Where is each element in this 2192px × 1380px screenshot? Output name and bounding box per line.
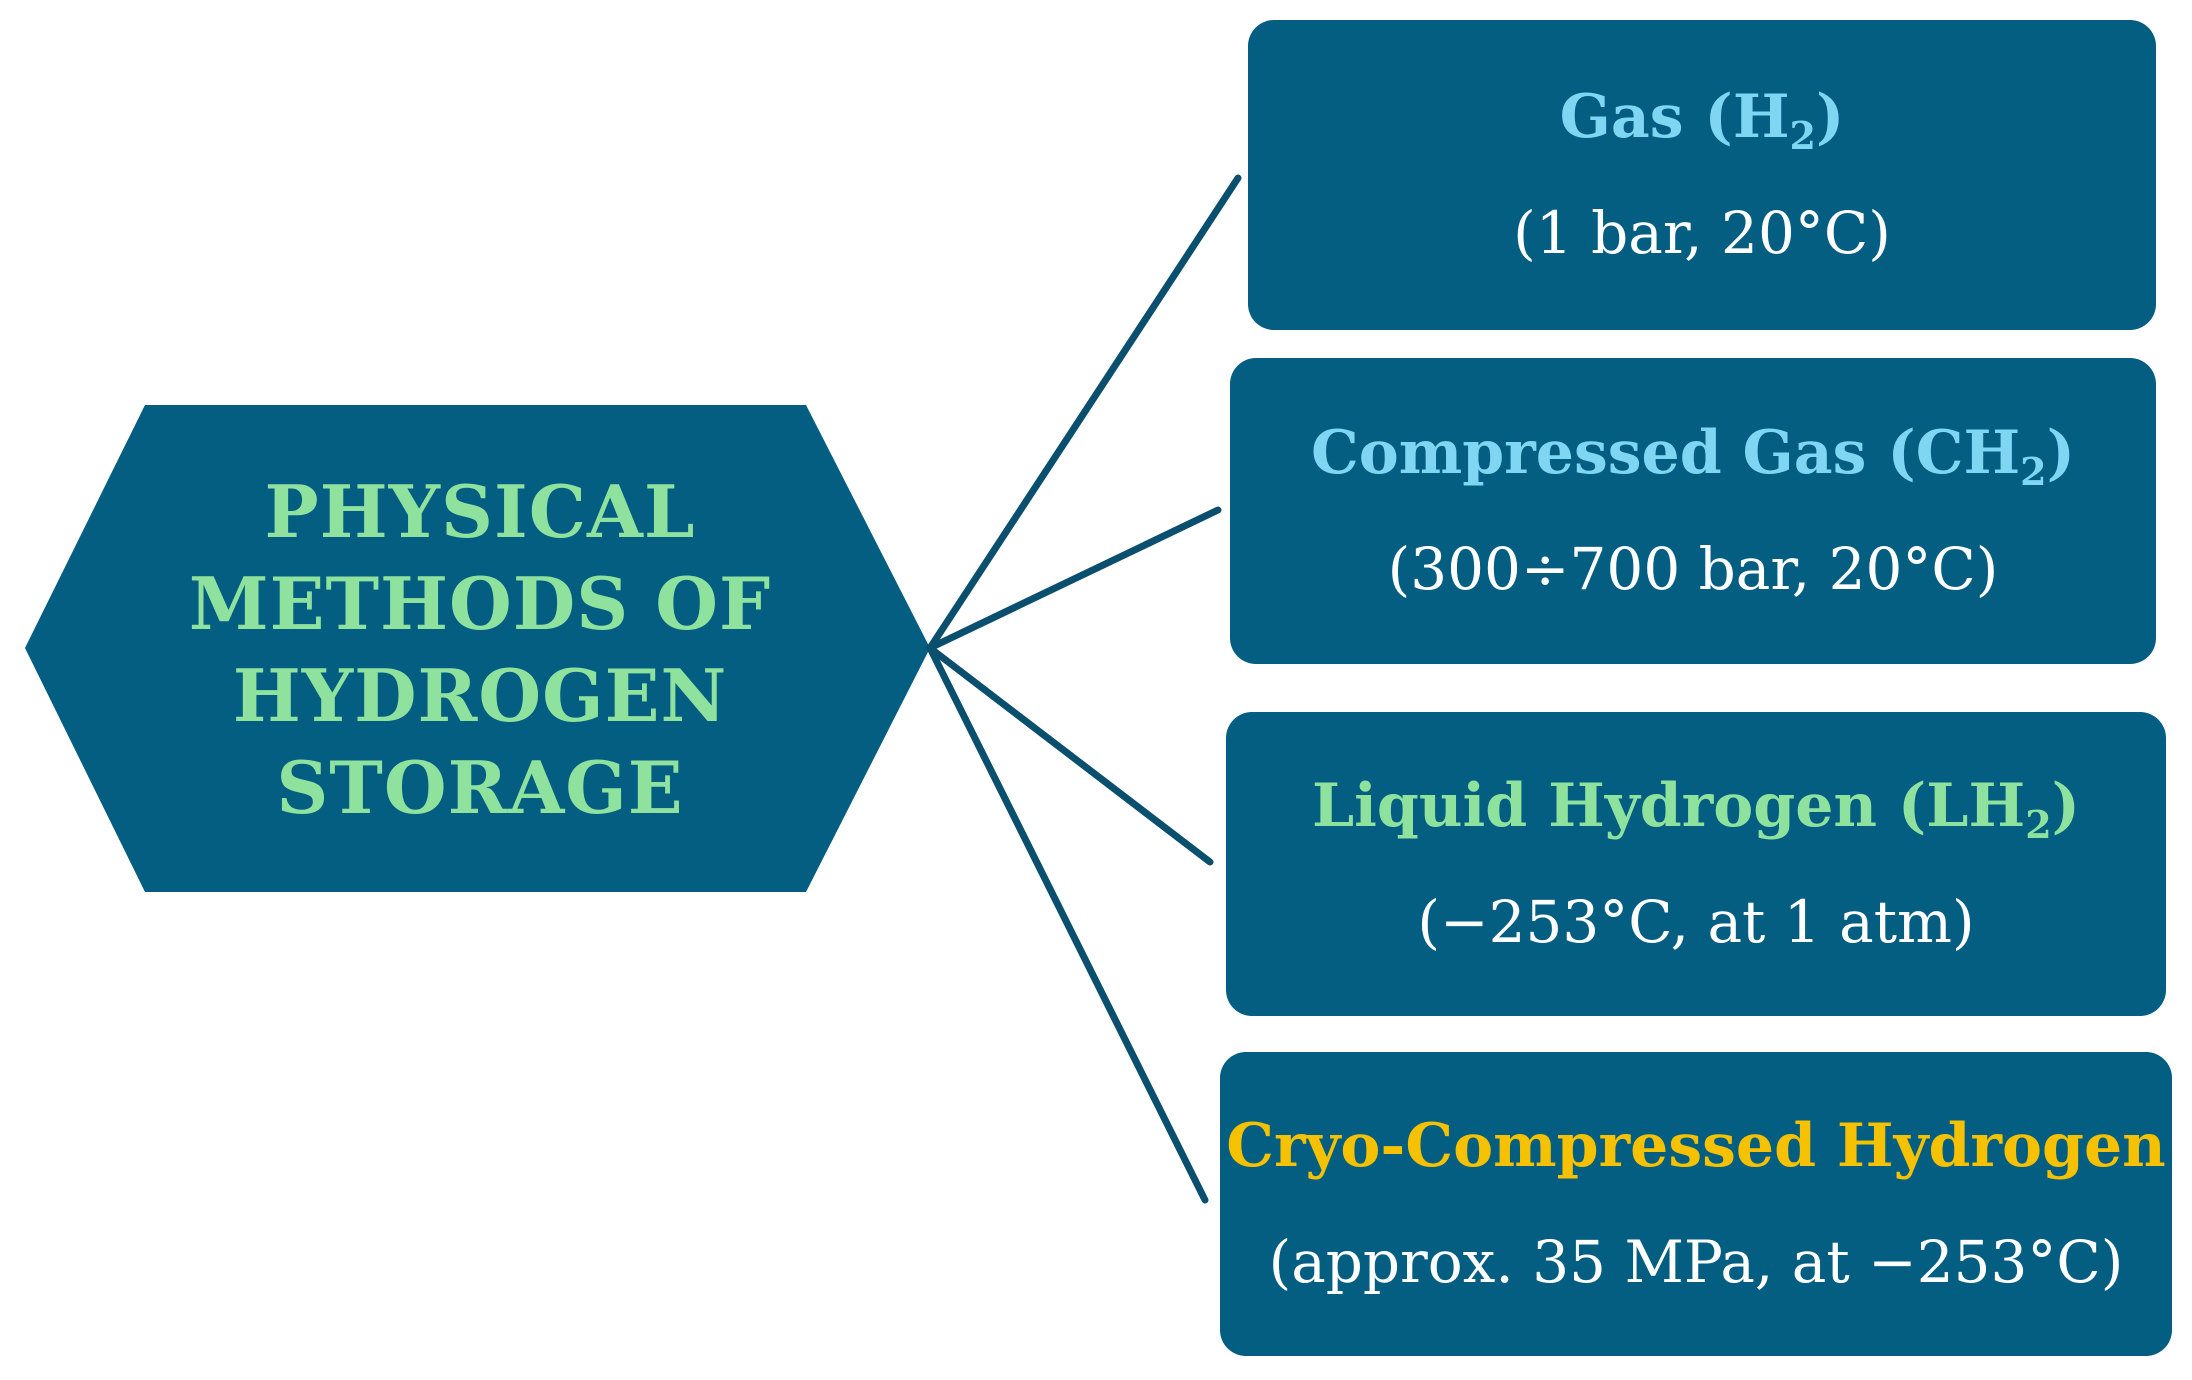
method-box-cryo-compressed: Cryo-Compressed Hydrogen (approx. 35 MPa… <box>1220 1052 2172 1356</box>
method-conditions: (approx. 35 MPa, at −253°C) <box>1268 1228 2124 1296</box>
method-box-compressed-gas: Compressed Gas (CH2) (300÷700 bar, 20°C) <box>1230 358 2156 664</box>
method-title: Compressed Gas (CH2) <box>1310 418 2076 494</box>
method-conditions: (1 bar, 20°C) <box>1513 199 1891 267</box>
connector-line-3 <box>926 644 1214 866</box>
method-title: Gas (H2) <box>1559 82 1845 158</box>
method-conditions: (300÷700 bar, 20°C) <box>1387 535 1999 603</box>
method-box-liquid-hydrogen: Liquid Hydrogen (LH2) (−253°C, at 1 atm) <box>1226 712 2166 1016</box>
connector-line-4 <box>926 644 1209 1204</box>
connector-line-1 <box>926 174 1242 652</box>
central-hexagon <box>25 405 930 892</box>
method-title: Liquid Hydrogen (LH2) <box>1311 771 2081 847</box>
method-conditions: (−253°C, at 1 atm) <box>1417 888 1975 956</box>
connector-line-2 <box>926 506 1222 652</box>
method-box-gas: Gas (H2) (1 bar, 20°C) <box>1248 20 2156 330</box>
method-title: Cryo-Compressed Hydrogen <box>1226 1111 2166 1181</box>
